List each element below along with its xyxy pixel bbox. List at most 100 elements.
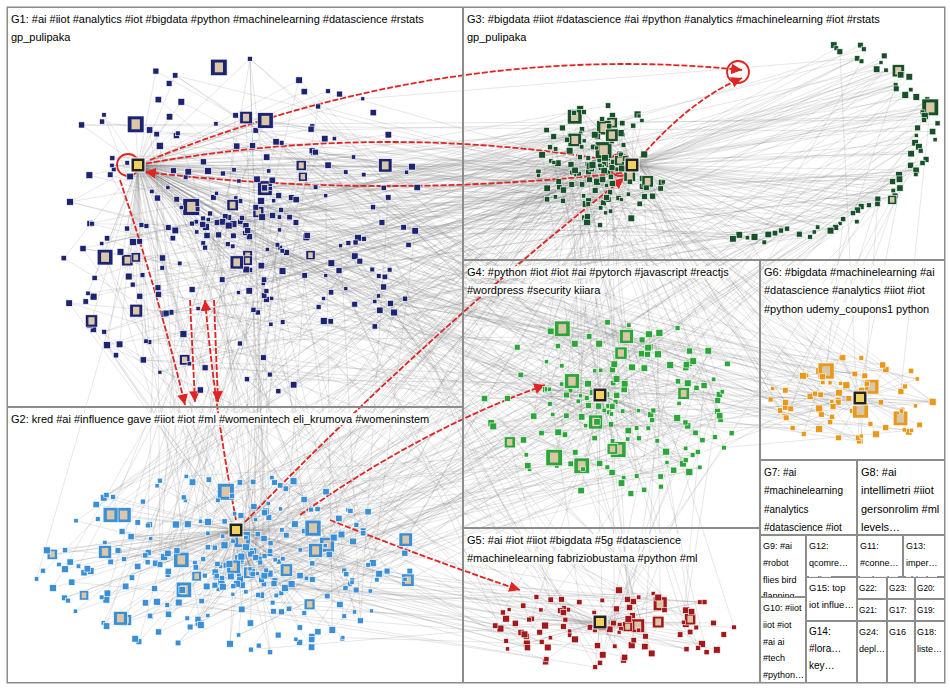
vertex xyxy=(137,293,143,299)
vertex xyxy=(582,139,586,143)
network-edge xyxy=(82,125,933,132)
vertex xyxy=(301,497,307,503)
vertex xyxy=(243,256,252,265)
vertex xyxy=(296,77,303,84)
vertex xyxy=(379,220,385,226)
vertex xyxy=(155,96,161,102)
vertex xyxy=(412,228,419,235)
network-edge xyxy=(632,367,833,406)
vertex xyxy=(140,357,146,363)
vertex xyxy=(579,182,585,188)
heavy-edge xyxy=(214,300,218,402)
vertex xyxy=(309,507,314,512)
vertex xyxy=(102,329,107,334)
vertex xyxy=(602,154,609,161)
network-edge xyxy=(199,411,639,623)
vertex-image xyxy=(215,63,223,73)
vertex xyxy=(313,185,318,190)
vertex xyxy=(240,215,245,220)
vertex xyxy=(893,86,899,92)
vertex-image xyxy=(301,174,306,179)
vertex xyxy=(328,260,335,267)
vertex xyxy=(658,186,663,191)
network-edge xyxy=(102,244,186,501)
vertex xyxy=(155,291,161,297)
vertex xyxy=(815,225,820,230)
network-edge xyxy=(542,398,849,433)
vertex xyxy=(310,561,315,566)
vertex xyxy=(212,582,218,588)
network-edge xyxy=(316,187,823,377)
vertex xyxy=(74,519,78,523)
vertex xyxy=(43,547,50,554)
vertex xyxy=(310,577,316,583)
hub-image xyxy=(134,161,142,169)
network-edge xyxy=(257,573,527,647)
vertex xyxy=(328,290,334,296)
vertex xyxy=(276,389,281,394)
vertex xyxy=(250,572,255,577)
network-edge xyxy=(167,605,524,634)
vertex xyxy=(163,310,169,316)
network-edge xyxy=(102,85,896,244)
hub-vertex xyxy=(625,158,639,172)
network-edge xyxy=(355,256,614,623)
vertex xyxy=(62,566,69,573)
vertex xyxy=(745,236,749,240)
network-edge xyxy=(107,146,253,626)
vertex xyxy=(180,331,187,338)
vertex-image xyxy=(262,116,270,125)
vertex-image xyxy=(82,593,87,599)
network-edge xyxy=(111,145,624,515)
vertex xyxy=(587,177,593,183)
vertex xyxy=(197,387,203,393)
vertex xyxy=(202,365,208,371)
network-edge xyxy=(285,588,546,659)
vertex xyxy=(604,211,608,215)
vertex xyxy=(376,294,380,298)
vertex xyxy=(259,214,266,221)
vertex-image xyxy=(283,566,289,574)
vertex xyxy=(189,287,195,293)
network-edge xyxy=(901,107,930,391)
vertex xyxy=(601,167,608,174)
network-edge xyxy=(648,348,832,417)
vertex xyxy=(598,163,603,168)
vertex xyxy=(153,68,159,74)
vertex xyxy=(127,173,134,180)
network-edge xyxy=(588,158,786,418)
vertex xyxy=(287,214,293,220)
vertex-image xyxy=(627,172,633,179)
vertex xyxy=(579,145,584,150)
vertex xyxy=(131,253,140,262)
vertex xyxy=(110,163,114,167)
vertex xyxy=(67,199,74,206)
vertex xyxy=(592,187,598,193)
heavy-edge xyxy=(640,78,742,158)
vertex xyxy=(297,573,303,579)
vertex xyxy=(196,307,200,311)
hub-vertex xyxy=(131,158,145,172)
vertex xyxy=(73,609,77,613)
vertex xyxy=(244,535,249,540)
vertex xyxy=(200,159,206,165)
network-edge xyxy=(126,422,595,620)
network-edge xyxy=(510,442,551,599)
vertex xyxy=(765,231,772,238)
vertex xyxy=(86,291,90,295)
heavy-edge xyxy=(145,172,630,186)
vertex xyxy=(50,585,57,592)
vertex xyxy=(110,156,115,161)
vertex xyxy=(279,268,286,275)
vertex xyxy=(608,209,612,213)
vertex xyxy=(631,123,636,128)
vertex xyxy=(231,233,237,239)
vertex xyxy=(298,172,307,181)
vertex xyxy=(261,535,267,541)
vertex xyxy=(264,154,270,160)
vertex xyxy=(606,129,619,142)
vertex xyxy=(808,235,813,240)
vertex xyxy=(644,185,650,191)
vertex xyxy=(322,135,329,142)
